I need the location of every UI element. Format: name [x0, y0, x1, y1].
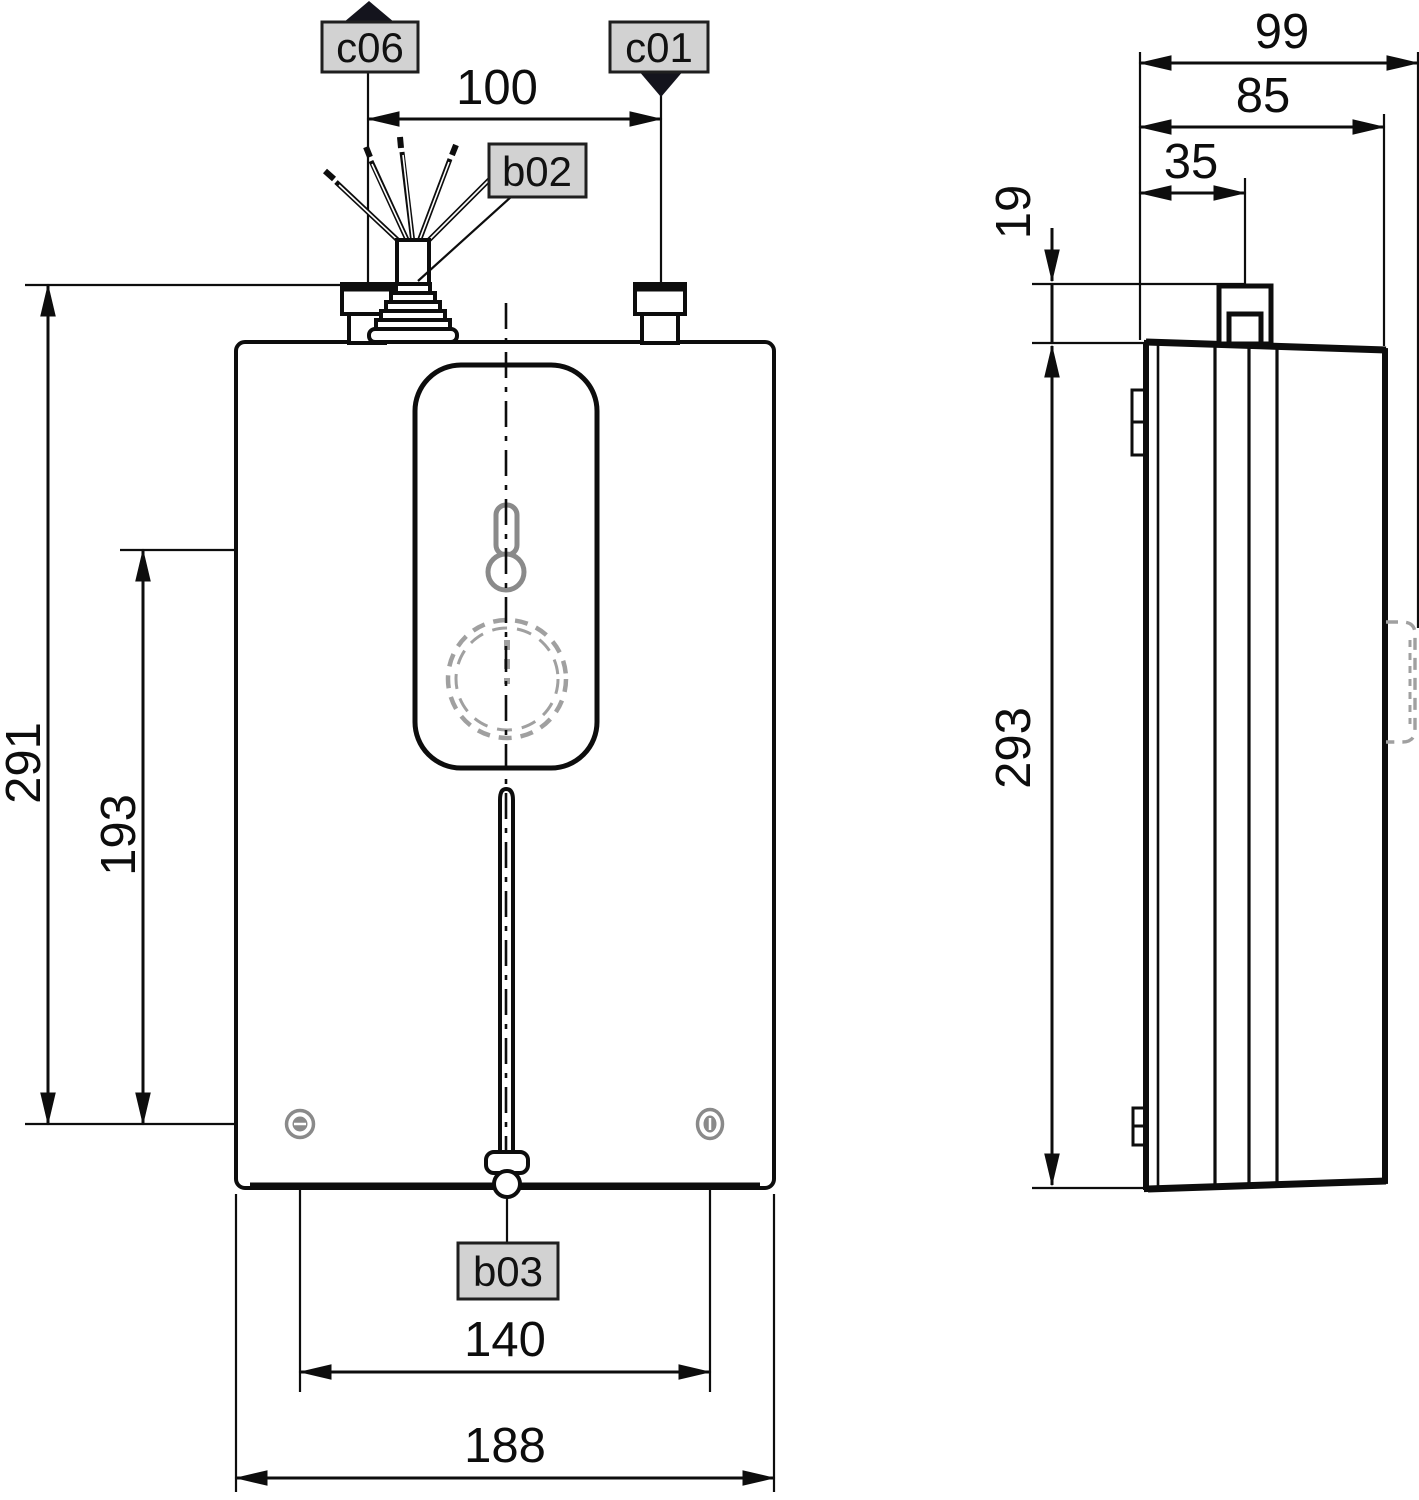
cable-jacket: [395, 238, 431, 288]
cable-gland-cone: [367, 282, 459, 344]
front-groove: [498, 786, 515, 1152]
wire-strands: [323, 136, 506, 249]
side-knob-hidden-outline: [1386, 620, 1417, 744]
label-text-c06: c06: [336, 24, 404, 71]
dimension-text-99: 99: [1255, 5, 1310, 59]
label-text-c01: c01: [625, 24, 693, 71]
front-dimensions: 291 193 100 140 188: [0, 61, 776, 1486]
dimension-19: 19: [987, 185, 1060, 343]
label-text-b02: b02: [502, 148, 572, 195]
electrical-cable: [323, 136, 506, 344]
label-box-c01: [608, 20, 710, 74]
mounting-screw-left: [284, 1108, 316, 1140]
dimension-text-293: 293: [987, 707, 1041, 789]
outlet-fitting: [484, 1150, 530, 1199]
side-seam-lines: [1156, 345, 1279, 1187]
wall-bracket-lower: [1131, 1106, 1149, 1147]
pointer-down-icon: [638, 70, 684, 97]
wall-bracket-upper: [1130, 388, 1149, 457]
dimension-text-140: 140: [464, 1313, 546, 1367]
side-bottom-edge: [1147, 1177, 1387, 1193]
front-callouts: c06 c01 b02 b03: [320, 1, 710, 1301]
label-box-b03: [456, 1241, 560, 1301]
dimension-text-188: 188: [464, 1419, 546, 1473]
dimension-text-85: 85: [1236, 69, 1291, 123]
front-view: [25, 72, 776, 1492]
side-dimensions: 99 85 35 19 293: [987, 5, 1419, 1187]
label-text-b03: b03: [473, 1248, 543, 1295]
pipe-connection-right: [633, 282, 687, 345]
side-pipe-stub: [1216, 283, 1274, 347]
dimension-text-193: 193: [92, 794, 146, 876]
dimension-text-19: 19: [987, 185, 1041, 240]
mounting-screw-right: [695, 1107, 725, 1141]
side-view: [1032, 52, 1419, 1193]
label-box-c06: [320, 20, 420, 74]
dimension-text-100: 100: [456, 61, 538, 115]
dimension-text-291: 291: [0, 722, 51, 804]
heater-body-side: [1144, 339, 1388, 1193]
dimension-text-35: 35: [1164, 135, 1219, 189]
label-box-b02: [487, 142, 588, 199]
leader-b02: [417, 195, 513, 282]
